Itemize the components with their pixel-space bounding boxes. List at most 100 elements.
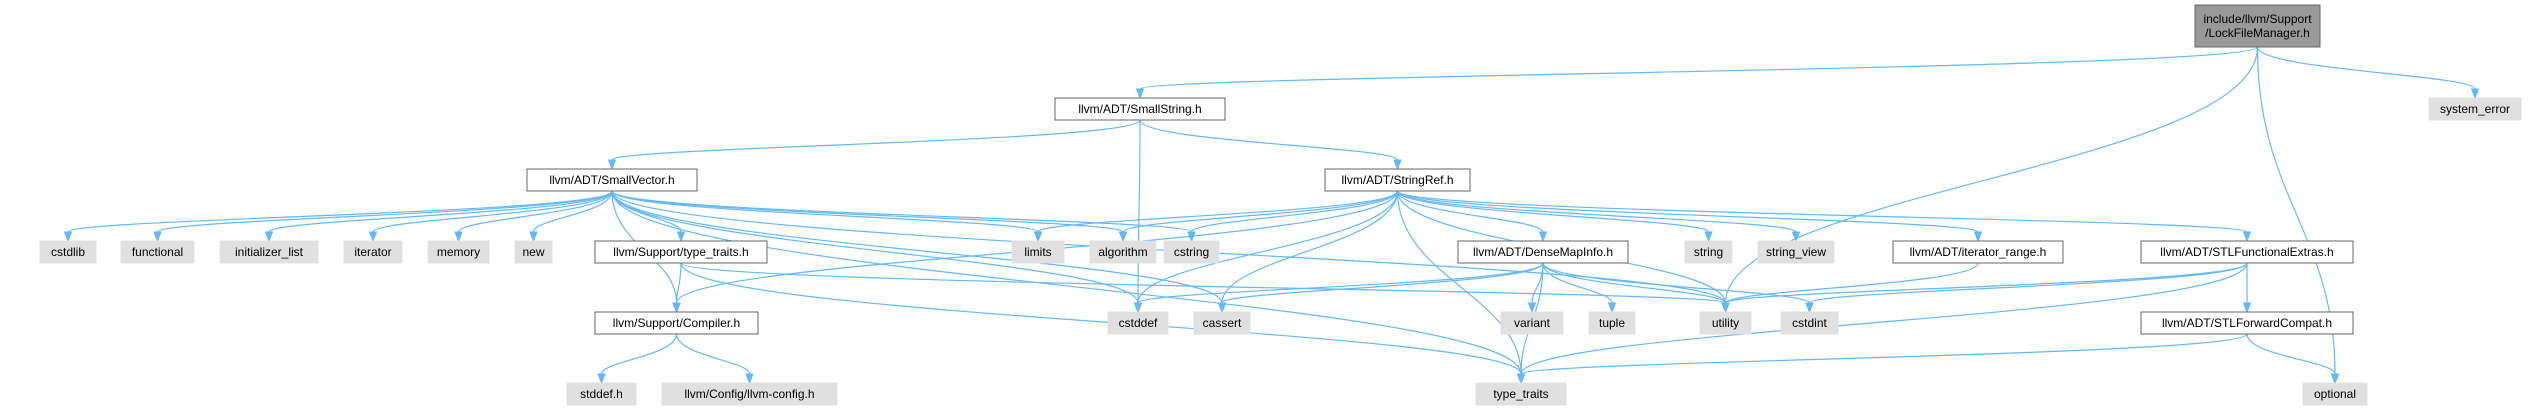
node-limits: limits <box>1011 240 1065 264</box>
node-label: llvm/ADT/SmallVector.h <box>549 173 674 187</box>
edge-stringref-to-iterator_range <box>1396 190 1983 243</box>
edge-compiler-to-stddef_h <box>597 333 678 385</box>
node-label: cstdlib <box>51 245 85 259</box>
node-box <box>1475 382 1567 406</box>
edge-smallvector-to-functional <box>153 190 613 243</box>
node-stlforward[interactable]: llvm/ADT/STLForwardCompat.h <box>2140 311 2354 335</box>
node-label: llvm/ADT/STLForwardCompat.h <box>2162 316 2332 330</box>
node-box <box>1699 311 1752 335</box>
node-compiler[interactable]: llvm/Support/Compiler.h <box>594 311 759 335</box>
edge-smallvector-to-cstdlib <box>63 190 613 243</box>
node-label: cassert <box>1203 316 1242 330</box>
node-box <box>1457 240 1629 264</box>
node-optional: optional <box>2302 382 2368 406</box>
edge-type_traits_h-to-type_traits <box>680 262 1526 385</box>
node-label: type_traits <box>1493 387 1548 401</box>
edge-smallstring-to-cstddef <box>1133 119 1143 314</box>
dependency-edges <box>63 46 2480 385</box>
node-box <box>566 382 637 406</box>
node-label: string <box>1694 245 1723 259</box>
node-smallvector[interactable]: llvm/ADT/SmallVector.h <box>526 168 698 192</box>
node-box <box>1500 311 1564 335</box>
node-box <box>1780 311 1839 335</box>
node-label: system_error <box>2440 102 2510 116</box>
node-system-error: system_error <box>2428 97 2522 121</box>
node-stddef-h: stddef.h <box>566 382 637 406</box>
node-label: initializer_list <box>235 245 304 259</box>
node-label: cstddef <box>1119 316 1158 330</box>
node-initializer-list: initializer_list <box>219 240 319 264</box>
node-label: llvm/ADT/StringRef.h <box>1341 173 1453 187</box>
node-label: utility <box>1712 316 1739 330</box>
edge-stlfunctional-to-utility <box>1721 262 2248 314</box>
header-nodes: include/llvm/Support/LockFileManager.h ll… <box>39 4 2522 406</box>
node-smallstring[interactable]: llvm/ADT/SmallString.h <box>1054 97 1226 121</box>
node-type-traits: type_traits <box>1475 382 1567 406</box>
node-label: llvm/ADT/DenseMapInfo.h <box>1473 245 1613 259</box>
edge-smallvector-to-new <box>529 190 613 243</box>
edge-smallvector-to-algorithm <box>611 190 1128 243</box>
node-box <box>39 240 97 264</box>
node-box <box>594 311 759 335</box>
node-root[interactable]: include/llvm/Support/LockFileManager.h <box>2194 4 2321 48</box>
node-label: optional <box>2314 387 2356 401</box>
edge-root-to-utility <box>1721 46 2259 314</box>
edge-densemapinfo-to-cassert <box>1217 262 1544 314</box>
node-box <box>1757 240 1835 264</box>
node-iterator-range[interactable]: llvm/ADT/iterator_range.h <box>1892 240 2064 264</box>
node-label: llvm/Support/type_traits.h <box>613 245 748 259</box>
node-box <box>219 240 319 264</box>
node-label: stddef.h <box>580 387 623 401</box>
node-box <box>2428 97 2522 121</box>
node-label: string_view <box>1766 245 1826 259</box>
edge-stringref-to-limits <box>1033 190 1399 243</box>
edge-type_traits_h-to-compiler <box>672 262 682 314</box>
node-type-traits-h[interactable]: llvm/Support/type_traits.h <box>594 240 768 264</box>
node-label: algorithm <box>1098 245 1147 259</box>
node-stlfunctional[interactable]: llvm/ADT/STLFunctionalExtras.h <box>2140 240 2354 264</box>
edge-smallstring-to-smallvector <box>607 119 1141 171</box>
node-label: tuple <box>1599 316 1625 330</box>
node-box <box>1193 311 1251 335</box>
node-box <box>1054 97 1226 121</box>
edge-stringref-to-algorithm <box>1118 190 1399 243</box>
node-box <box>1089 240 1157 264</box>
edge-root-to-smallstring <box>1135 46 2259 100</box>
node-cassert: cassert <box>1193 311 1251 335</box>
edge-smallstring-to-stringref <box>1139 119 1402 171</box>
node-box <box>594 240 768 264</box>
node-label: llvm/ADT/STLFunctionalExtras.h <box>2160 245 2333 259</box>
node-box <box>2194 4 2321 48</box>
edge-stringref-to-cassert <box>1217 190 1399 314</box>
node-box <box>2140 311 2354 335</box>
edge-iterator_range-to-utility <box>1721 262 1979 314</box>
edge-densemapinfo-to-cstddef <box>1133 262 1544 314</box>
node-algorithm: algorithm <box>1089 240 1157 264</box>
node-cstddef: cstddef <box>1107 311 1169 335</box>
edge-stringref-to-string <box>1396 190 1713 243</box>
edge-type_traits_h-to-utility <box>680 262 1730 314</box>
edge-compiler-to-llvm_config <box>675 333 754 385</box>
edge-stlforward-to-optional <box>2246 333 2340 385</box>
node-densemapinfo[interactable]: llvm/ADT/DenseMapInfo.h <box>1457 240 1629 264</box>
node-stringref[interactable]: llvm/ADT/StringRef.h <box>1324 168 1471 192</box>
node-box <box>1892 240 2064 264</box>
node-label: iterator <box>354 245 391 259</box>
node-cstdlib: cstdlib <box>39 240 97 264</box>
node-cstdint: cstdint <box>1780 311 1839 335</box>
node-box <box>1163 240 1220 264</box>
edge-smallvector-to-limits <box>611 190 1043 243</box>
edge-stlforward-to-type_traits <box>1516 333 2248 385</box>
node-label: variant <box>1514 316 1551 330</box>
node-label: llvm/Config/llvm-config.h <box>684 387 814 401</box>
node-variant: variant <box>1500 311 1564 335</box>
node-box <box>2140 240 2354 264</box>
node-box <box>343 240 403 264</box>
node-box <box>526 168 698 192</box>
edge-stringref-to-cstring <box>1187 190 1399 243</box>
node-box <box>1324 168 1471 192</box>
node-box <box>514 240 553 264</box>
node-label: memory <box>437 245 480 259</box>
node-memory: memory <box>427 240 490 264</box>
